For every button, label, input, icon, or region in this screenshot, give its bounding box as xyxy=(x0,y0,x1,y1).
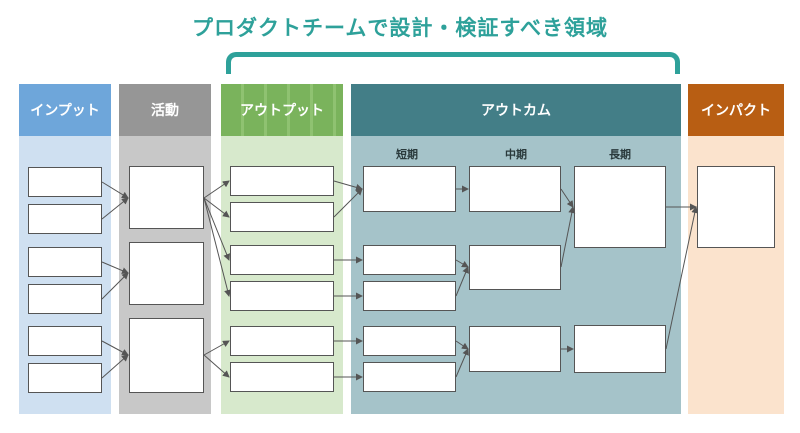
activity-box xyxy=(129,166,204,229)
outcome-term-short: 短期 xyxy=(396,148,418,161)
outcome-short-box xyxy=(363,166,456,212)
outcome-long-box xyxy=(574,166,666,248)
input-box xyxy=(28,247,102,277)
outcome-term-long: 長期 xyxy=(609,148,631,161)
scope-bracket xyxy=(226,52,680,74)
activity-box xyxy=(129,318,204,393)
input-box xyxy=(28,204,102,234)
input-box xyxy=(28,363,102,393)
column-header-activity: 活動 xyxy=(119,84,211,136)
outcome-term-mid: 中期 xyxy=(505,148,527,161)
outcome-mid-box xyxy=(469,166,561,212)
column-header-outcome: アウトカム xyxy=(351,84,681,136)
input-box xyxy=(28,284,102,314)
outcome-long-box xyxy=(574,325,666,373)
output-box xyxy=(230,202,334,232)
output-box xyxy=(230,166,334,196)
output-box xyxy=(230,281,334,311)
input-box xyxy=(28,326,102,356)
outcome-mid-box xyxy=(469,326,561,372)
activity-box xyxy=(129,242,204,305)
column-header-output: アウトプット xyxy=(221,84,343,136)
outcome-short-box xyxy=(363,326,456,356)
column-header-input: インプット xyxy=(19,84,111,136)
outcome-short-box xyxy=(363,362,456,392)
output-box xyxy=(230,362,334,392)
outcome-short-box xyxy=(363,281,456,311)
page-title: プロダクトチームで設計・検証すべき領域 xyxy=(192,16,608,40)
output-box xyxy=(230,245,334,275)
input-box xyxy=(28,167,102,197)
column-header-impact: インパクト xyxy=(688,84,784,136)
outcome-short-box xyxy=(363,245,456,275)
outcome-mid-box xyxy=(469,245,561,290)
output-box xyxy=(230,326,334,356)
